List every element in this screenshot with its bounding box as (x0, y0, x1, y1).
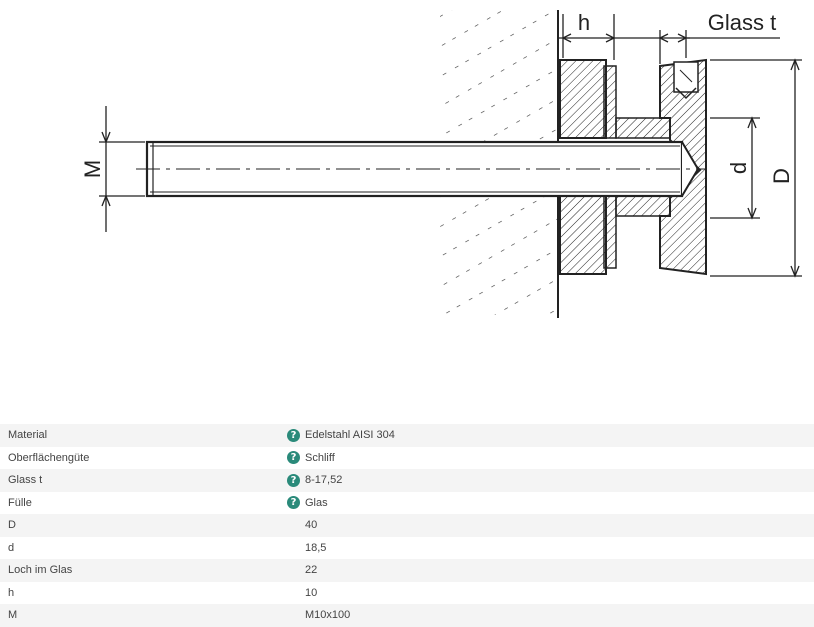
question-circle-icon[interactable]: ? (287, 473, 300, 487)
spec-value: 10 (305, 586, 318, 599)
spec-key: Loch im Glas (8, 564, 73, 577)
spec-value-cell: 22 (287, 564, 814, 576)
spec-row: Loch im Glas 22 (0, 559, 814, 582)
spec-key: d (8, 541, 15, 554)
spec-row: d 18,5 (0, 537, 814, 560)
spec-row: D 40 (0, 514, 814, 537)
spec-value-cell: M10x100 (287, 609, 814, 621)
cap-disc (659, 58, 707, 276)
spec-row: Glass t? 8-17,52 (0, 469, 814, 492)
spec-value: M10x100 (305, 609, 351, 622)
spec-key: Glass t (8, 474, 43, 487)
spec-value: 22 (305, 564, 318, 577)
spec-value: 18,5 (305, 541, 327, 554)
question-circle-icon[interactable]: ? (287, 451, 300, 465)
spec-value-cell: ? Edelstahl AISI 304 (287, 428, 814, 442)
technical-drawing: h Glass t M d D (80, 10, 802, 318)
spec-value: Schliff (305, 451, 335, 464)
spec-value: 40 (305, 519, 318, 532)
spec-row: Fülle? Glas (0, 492, 814, 515)
label-glass-t: Glass t (708, 10, 776, 35)
threaded-rod (136, 140, 706, 198)
question-circle-icon[interactable]: ? (287, 496, 300, 510)
spec-value-cell: 10 (287, 587, 814, 599)
glass-spacer (559, 59, 617, 275)
spec-row: M M10x100 (0, 604, 814, 627)
spec-value-cell: ? 8-17,52 (287, 473, 814, 487)
spec-value: Glas (305, 496, 328, 509)
label-D: D (769, 168, 794, 184)
spec-key: Oberflächengüte (8, 451, 90, 464)
spec-row: h 10 (0, 582, 814, 605)
label-M: M (80, 160, 105, 178)
spec-value-cell: 40 (287, 519, 814, 531)
spec-value-cell: ? Glas (287, 496, 814, 510)
spec-key: Material (8, 429, 48, 442)
spec-value: Edelstahl AISI 304 (305, 429, 395, 442)
spec-key: D (8, 519, 16, 532)
inner-sleeve (615, 117, 671, 217)
technical-drawing-svg: h Glass t M d D (80, 10, 802, 318)
label-d: d (726, 162, 751, 174)
spec-value: 8-17,52 (305, 474, 343, 487)
spec-key: M (8, 609, 18, 622)
spec-value-cell: 18,5 (287, 542, 814, 554)
dimension-lines (99, 14, 802, 278)
spec-value-cell: ? Schliff (287, 451, 814, 465)
spec-key: h (8, 586, 15, 599)
question-circle-icon[interactable]: ? (287, 428, 300, 442)
spec-row: Material? Edelstahl AISI 304 (0, 424, 814, 447)
label-h: h (578, 10, 590, 35)
spec-row: Oberflächengüte? Schliff (0, 447, 814, 470)
spec-key: Fülle (8, 496, 32, 509)
